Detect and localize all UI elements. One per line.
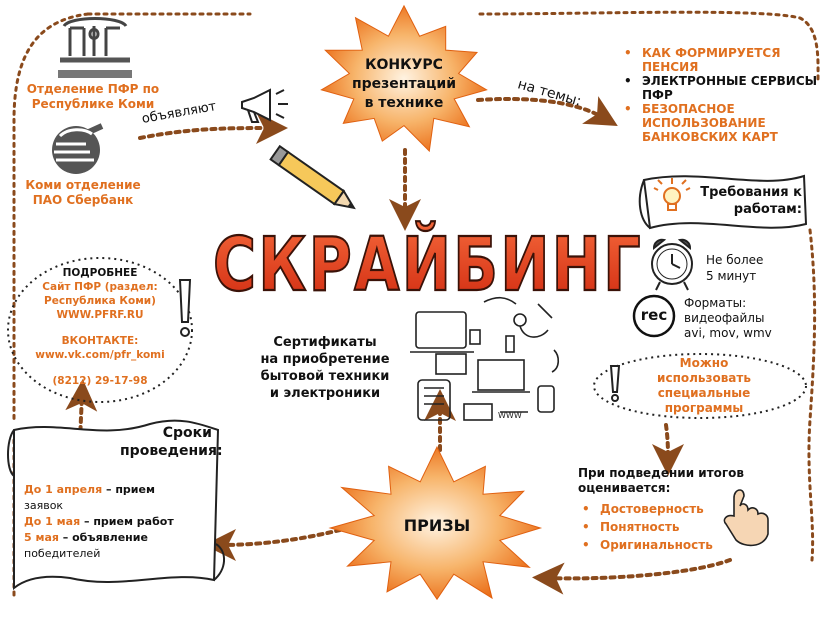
deadline-date: 5 мая <box>24 531 59 544</box>
evaluation-criteria-list: Достоверность Понятность Оригинальность <box>578 500 758 554</box>
prizes-line-3: бытовой техники <box>260 369 390 384</box>
deadlines-title: Сроки проведения: <box>120 424 223 460</box>
alarm-clock-icon <box>651 238 693 291</box>
contest-line-3: в технике <box>364 95 444 111</box>
deadline-date: До 1 мая <box>24 515 81 528</box>
arrow-eval-down <box>651 423 684 476</box>
formats-line-2: видеофайлы <box>684 311 765 325</box>
topics-list: КАК ФОРМИРУЕТСЯ ПЕНСИЯ ЭЛЕКТРОННЫЕ СЕРВИ… <box>620 46 820 144</box>
more-info-circle <box>7 257 193 403</box>
pfr-site-link[interactable]: WWW.PFRF.RU <box>56 309 144 321</box>
megaphone-icon <box>241 88 288 123</box>
special-programs-ellipse <box>593 353 807 419</box>
duration-line-2: 5 минут <box>706 269 757 283</box>
sber-org-name: Коми отделение ПАО Сбербанк <box>25 178 141 207</box>
formats-text: Форматы: видеофайлы avi, mov, wmv <box>684 296 772 341</box>
special-line-3: специальные <box>657 386 751 400</box>
phone-number: (8212) 29-17-98 <box>52 375 148 387</box>
deadline-item-cont: победителей <box>24 547 101 560</box>
flow-arrows <box>65 96 732 595</box>
prizes-burst <box>328 445 543 601</box>
prizes-description: Сертификаты на приобретение бытовой техн… <box>250 334 400 402</box>
deadlines-title-line-1: Сроки <box>162 425 212 441</box>
more-info-title: ПОДРОБНЕЕ <box>62 267 138 279</box>
deadlines-title-line-2: проведения: <box>120 443 223 459</box>
special-line-2: использовать <box>657 371 751 385</box>
more-info-site-line-1: Сайт ПФР (раздел: <box>42 281 158 293</box>
deadline-text: – прием <box>102 483 155 496</box>
rec-label: rec <box>640 306 668 324</box>
topic-item: БЕЗОПАСНОЕ ИСПОЛЬЗОВАНИЕ БАНКОВСКИХ КАРТ <box>620 102 820 144</box>
pfr-org-name: Отделение ПФР по Республике Коми <box>26 82 160 111</box>
contest-line-1: КОНКУРС <box>365 57 443 73</box>
arrow-prizes-left <box>204 528 342 561</box>
evaluation-title: При подведении итогов оценивается: <box>578 466 768 496</box>
contest-title: КОНКУРС презентаций в технике <box>340 56 468 113</box>
sberbank-logo-icon <box>52 123 104 174</box>
electronics-doodle-icon <box>410 296 560 421</box>
lightbulb-icon <box>653 178 691 211</box>
topic-item: КАК ФОРМИРУЕТСЯ ПЕНСИЯ <box>620 46 820 74</box>
vk-label: ВКОНТАКТЕ: <box>61 335 139 347</box>
criterion-item: Достоверность <box>578 500 758 518</box>
duration-line-1: Не более <box>706 253 764 267</box>
prizes-line-1: Сертификаты <box>273 335 377 350</box>
requirements-banner <box>638 174 808 230</box>
requirements-title: Требования к работам: <box>700 185 802 217</box>
formats-line-3: avi, mov, wmv <box>684 326 772 340</box>
deadlines-scroll <box>7 419 225 591</box>
special-line-4: программы <box>664 401 744 415</box>
contest-line-2: презентаций <box>351 76 457 92</box>
more-info-site-line-2: Республика Коми) <box>44 295 156 307</box>
criterion-item: Понятность <box>578 518 758 536</box>
arrow-topics <box>476 96 618 127</box>
www-doodle: WWW <box>498 411 522 420</box>
formats-line-1: Форматы: <box>684 296 747 310</box>
deadline-text: – объявление <box>58 531 148 544</box>
more-info-block: ПОДРОБНЕЕ Сайт ПФР (раздел: Республика К… <box>30 266 170 388</box>
exclamation-small-icon <box>609 365 621 402</box>
rec-icon <box>632 294 676 338</box>
topic-item: ЭЛЕКТРОННЫЕ СЕРВИСЫ ПФР <box>620 74 820 102</box>
criterion-item: Оригинальность <box>578 536 758 554</box>
pencil-icon <box>269 144 356 210</box>
contest-burst <box>320 4 488 153</box>
vk-link[interactable]: www.vk.com/pfr_komi <box>35 349 165 361</box>
deadline-text: – прием работ <box>80 515 174 528</box>
special-programs-text: Можно использовать специальные программы <box>624 356 784 416</box>
deadline-item: 5 мая – объявление <box>24 530 214 546</box>
deadline-item: До 1 апреля – прием <box>24 482 214 498</box>
prizes-line-4: и электроники <box>269 386 381 401</box>
evaluation-title-line-2: оценивается: <box>578 481 671 495</box>
prizes-line-2: на приобретение <box>260 352 390 367</box>
prizes-burst-label: ПРИЗЫ <box>403 516 471 535</box>
arrow-announce <box>138 112 288 145</box>
duration-text: Не более 5 минут <box>706 252 763 284</box>
arrow-eval-to-prizes <box>532 558 732 595</box>
pfr-logo-icon <box>58 17 132 78</box>
special-line-1: Можно <box>679 356 729 370</box>
deadline-item: До 1 мая – прием работ <box>24 514 214 530</box>
evaluation-title-line-1: При подведении итогов <box>578 466 745 480</box>
main-title: СКРАЙБИНГ <box>213 220 643 308</box>
exclamation-icon <box>178 279 192 337</box>
deadlines-list: До 1 апреля – прием заявок До 1 мая – пр… <box>24 482 214 562</box>
deadline-date: До 1 апреля <box>24 483 103 496</box>
deadline-item-cont: заявок <box>24 499 64 512</box>
